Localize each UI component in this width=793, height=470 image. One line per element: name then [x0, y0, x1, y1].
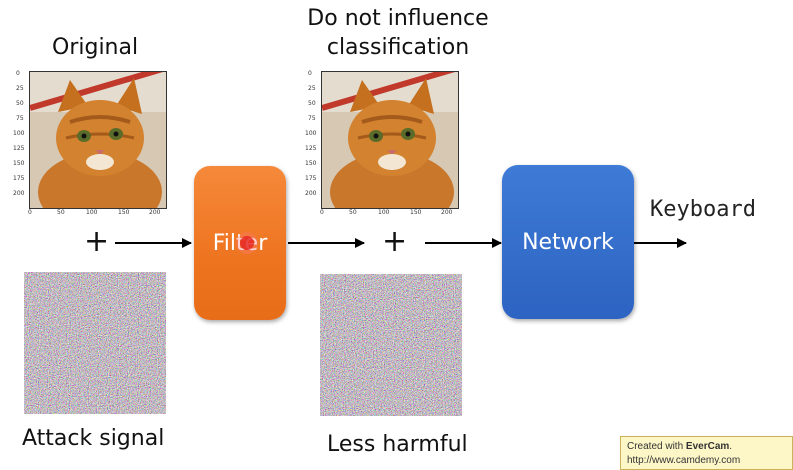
x-tick: 100: [378, 209, 390, 216]
network-label: Network: [522, 229, 614, 255]
y-tick: 0: [308, 70, 312, 77]
filter-label: Filter: [213, 231, 267, 256]
y-tick: 25: [16, 85, 24, 92]
influence-label: Do not influence classification: [278, 4, 518, 62]
x-tick: 100: [86, 209, 98, 216]
y-tick: 125: [13, 145, 25, 152]
attack-signal-label: Attack signal: [22, 426, 165, 451]
original-cat-image: [29, 71, 167, 209]
x-tick: 200: [149, 209, 161, 216]
y-tick: 75: [16, 115, 24, 122]
filtered-image-plot: 0 25 50 75 100 125 150 175 200 0 50 100 …: [304, 66, 464, 216]
less-harmful-label: Less harmful: [327, 432, 468, 457]
influence-label-line1: Do not influence: [307, 6, 489, 31]
y-tick: 50: [16, 100, 24, 107]
y-tick: 200: [305, 190, 317, 197]
influence-label-line2: classification: [326, 35, 470, 60]
x-tick: 0: [320, 209, 324, 216]
original-image-plot: 0 25 50 75 100 125 150 175 200 0 50 100 …: [12, 66, 172, 216]
x-tick: 50: [349, 209, 357, 216]
pointer-cursor: [240, 236, 254, 250]
filtered-cat-image: [321, 71, 459, 209]
y-tick: 175: [305, 175, 317, 182]
plus-sign-left: +: [84, 224, 110, 259]
y-tick: 0: [16, 70, 20, 77]
cat-picture: [30, 72, 166, 208]
watermark-line1: Created with EverCam.: [627, 441, 733, 452]
y-tick: 50: [308, 100, 316, 107]
y-tick: 150: [305, 160, 317, 167]
attack-noise-image: [24, 272, 166, 414]
evercam-watermark: Created with EverCam. http://www.camdemy…: [620, 436, 793, 470]
y-tick: 25: [308, 85, 316, 92]
y-tick: 100: [13, 130, 25, 137]
y-tick: 100: [305, 130, 317, 137]
y-tick: 175: [13, 175, 25, 182]
network-block: Network: [502, 165, 634, 319]
output-keyboard-label: Keyboard: [650, 197, 756, 222]
cat-picture: [322, 72, 458, 208]
y-tick: 125: [305, 145, 317, 152]
x-tick: 150: [410, 209, 422, 216]
original-label: Original: [52, 35, 139, 60]
watermark-brand: EverCam: [685, 441, 730, 452]
noise-pattern: [24, 272, 166, 414]
x-tick: 0: [28, 209, 32, 216]
y-tick: 200: [13, 190, 25, 197]
x-tick: 200: [441, 209, 453, 216]
plus-sign-middle: +: [382, 224, 408, 259]
x-tick: 150: [118, 209, 130, 216]
y-tick: 150: [13, 160, 25, 167]
watermark-url: http://www.camdemy.com: [627, 455, 741, 466]
y-tick: 75: [308, 115, 316, 122]
x-tick: 50: [57, 209, 65, 216]
noise-pattern: [320, 274, 462, 416]
less-harmful-noise-image: [320, 274, 462, 416]
